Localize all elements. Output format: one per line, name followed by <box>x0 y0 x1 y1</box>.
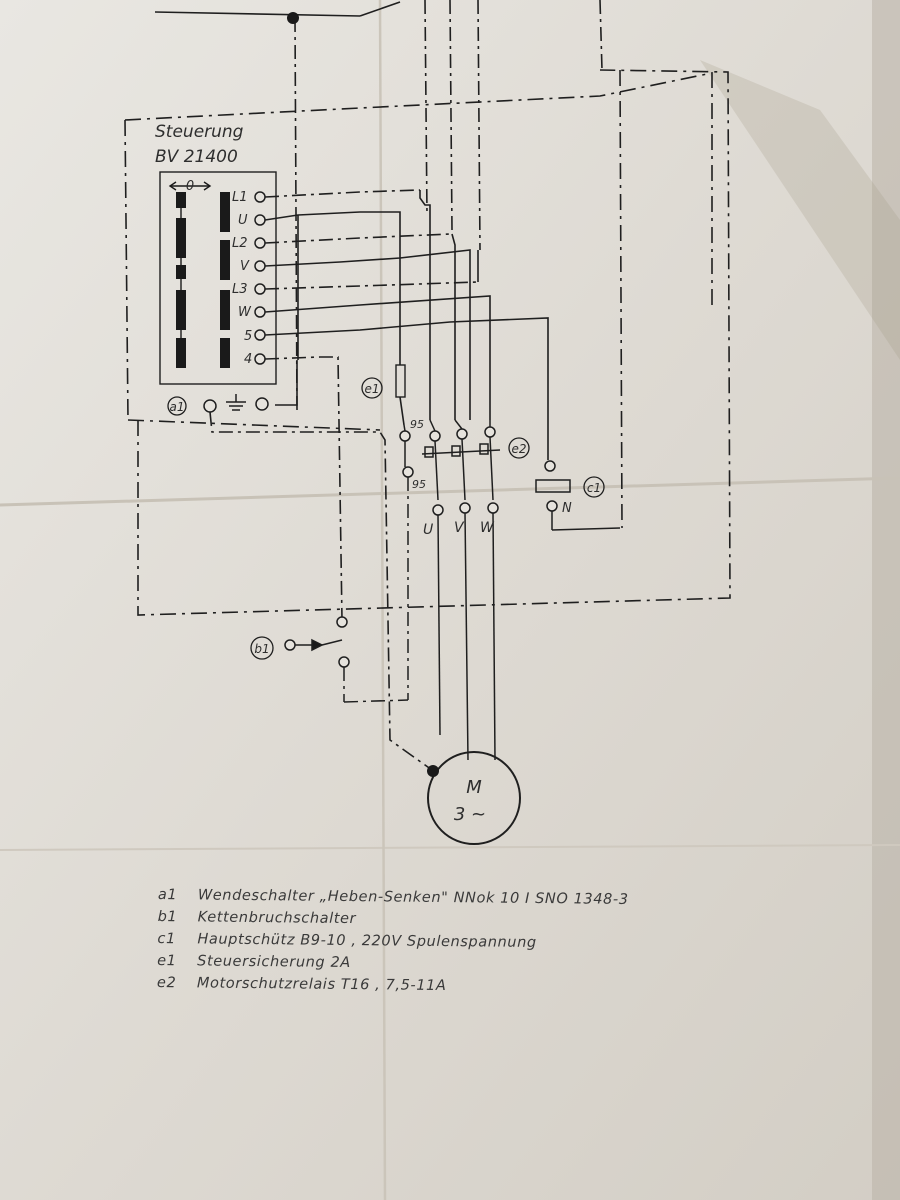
a1-tag-circle <box>167 396 187 416</box>
main-contactor <box>535 460 621 531</box>
switch-zero-label: 0 <box>186 179 194 194</box>
controller-enclosure-top <box>124 72 713 310</box>
motor-earth-terminal <box>427 765 439 777</box>
outer-enclosure <box>137 69 731 616</box>
terminal-label-5: 5 <box>244 329 252 344</box>
control-supply-line <box>294 17 298 411</box>
terminal-label-l3: L3 <box>232 282 248 297</box>
top-junction <box>287 12 299 24</box>
b1-tag-circle <box>250 636 274 660</box>
terminal-block: L1 U L2 V L3 W 5 4 <box>232 190 252 367</box>
chain-break-switch <box>284 616 409 703</box>
b1-tag: b1 <box>254 642 269 656</box>
legend-text: Steuersicherung 2A <box>197 953 351 972</box>
terminal-label-u: U <box>238 213 248 228</box>
controller-model: BV 21400 <box>155 147 238 167</box>
e2-tag-circle <box>508 437 530 459</box>
motor-type: 3 ~ <box>454 804 486 825</box>
switch-housing <box>159 171 277 385</box>
output-label-v: V <box>454 520 465 536</box>
terminal-wires <box>264 189 549 621</box>
a1-tag: a1 <box>170 400 185 414</box>
e2-tag: e2 <box>511 442 526 456</box>
output-label-u: U <box>423 522 433 538</box>
legend-key: a1 <box>157 886 178 904</box>
earth-wire <box>209 411 433 771</box>
circuit-lines <box>124 0 731 616</box>
paper-edge-shadow <box>872 0 900 1200</box>
legend-text: Motorschutzrelais T16 , 7,5-11A <box>196 975 447 995</box>
e1-tag-circle <box>361 377 383 399</box>
ground-symbol <box>226 394 246 411</box>
legend-text: Hauptschütz B9-10 , 220V Spulenspannung <box>197 931 537 951</box>
relay-contact-95-bottom: 95 <box>412 478 426 491</box>
c1-tag-circle <box>583 476 605 498</box>
neutral-label: N <box>562 501 572 516</box>
component-legend: a1 Wendeschalter „Heben-Senken" NNok 10 I… <box>157 884 629 999</box>
top-bus-line <box>154 11 361 17</box>
paper-fold-horizontal-lower <box>0 844 900 851</box>
legend-key: e2 <box>156 974 177 992</box>
e1-tag: e1 <box>364 382 379 396</box>
terminal-label-w: W <box>238 305 252 320</box>
top-bus-bend <box>359 1 401 17</box>
switch-contacts <box>176 192 230 368</box>
controller-title: Steuerung <box>155 122 244 142</box>
c1-tag: c1 <box>587 481 601 495</box>
legend-key: c1 <box>157 930 176 948</box>
legend-text: Wendeschalter „Heben-Senken" NNok 10 I S… <box>197 887 629 908</box>
terminal-label-v: V <box>240 259 250 274</box>
output-label-w: W <box>480 520 495 536</box>
motor-symbol <box>427 751 521 845</box>
paper-fold-horizontal <box>0 476 900 507</box>
legend-text: Kettenbruchschalter <box>197 909 357 928</box>
terminal-label-l2: L2 <box>232 236 248 251</box>
paper-fold-vertical <box>378 0 387 1200</box>
legend-key: e1 <box>157 952 177 970</box>
relay-contact-95-top: 95 <box>410 418 424 431</box>
terminal-label-4: 4 <box>244 352 252 367</box>
motor-letter: M <box>466 777 482 798</box>
paper-stain <box>700 60 900 360</box>
terminal-label-l1: L1 <box>232 190 248 205</box>
legend-key: b1 <box>157 908 178 926</box>
